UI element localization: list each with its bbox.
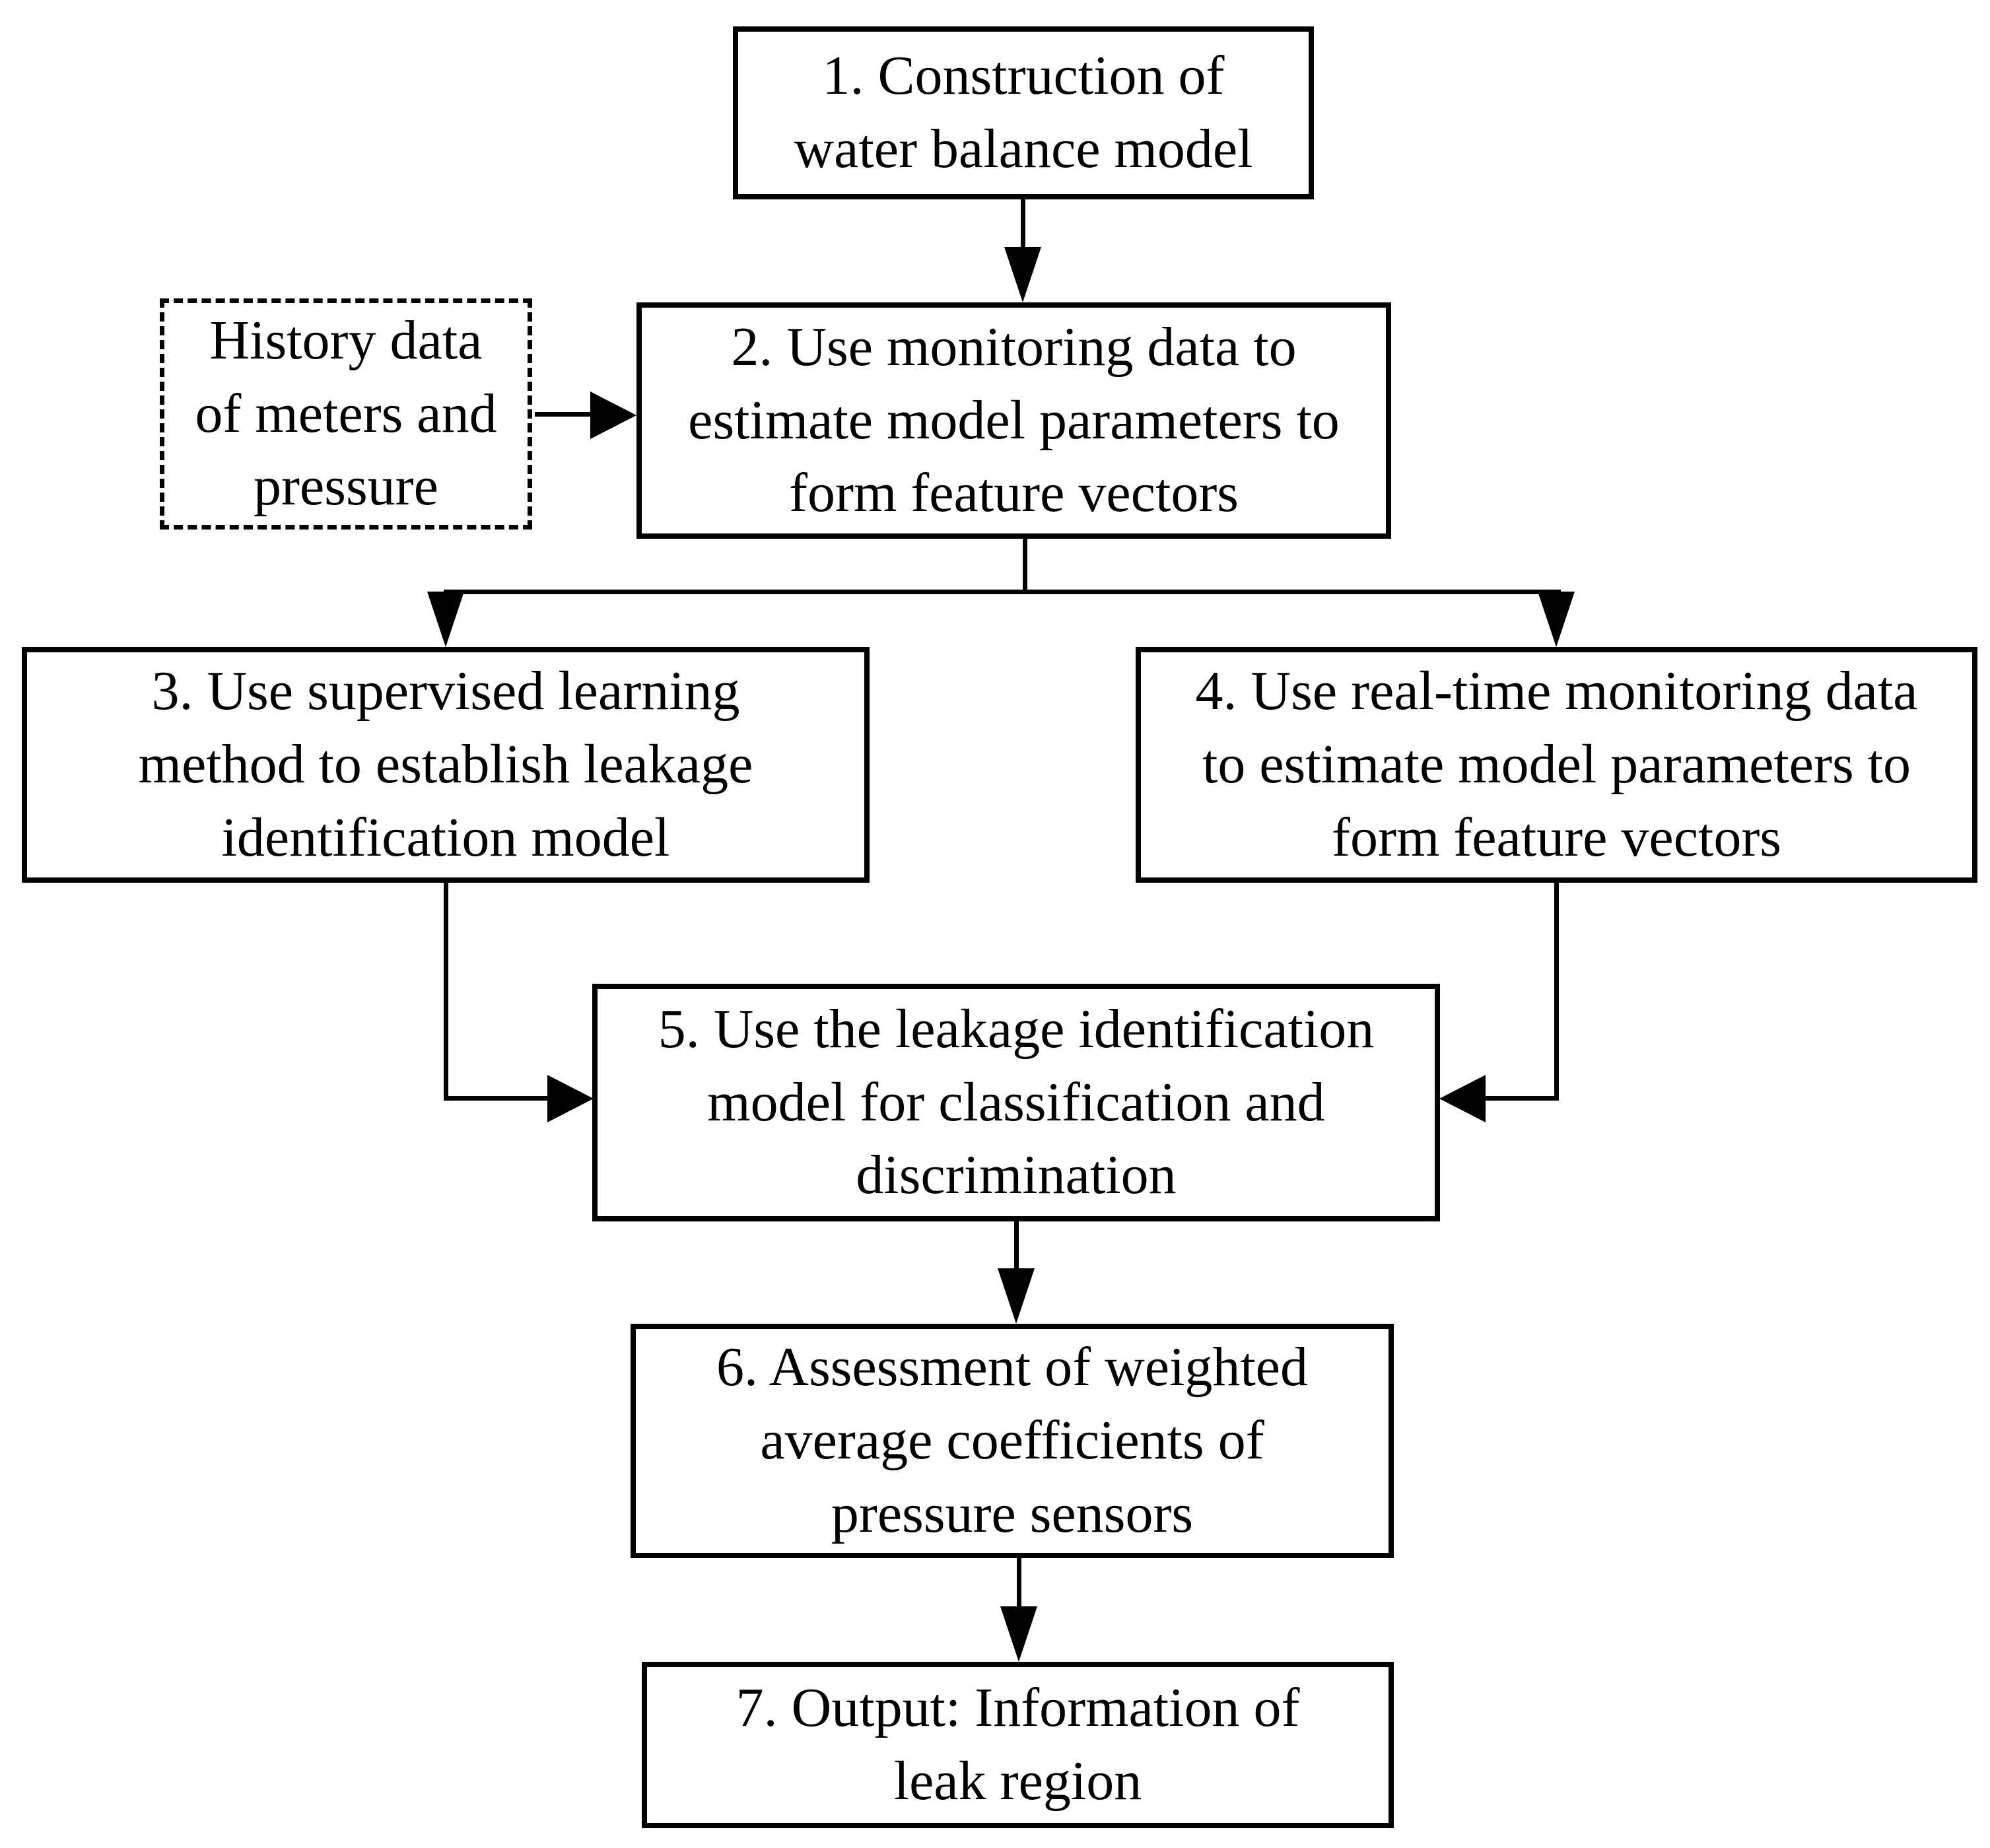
connector-step2-branch-stem [1023,539,1027,593]
arrowhead-step1-step2-icon [1004,247,1041,302]
connector-step3-step5-horizontal-line [444,1096,549,1101]
connector-step4-step5-horizontal-line [1453,1096,1559,1101]
step5-label: 5. Use the leakage identification model … [658,998,1375,1206]
flow-box-step3: 3. Use supervised learning method to est… [22,647,870,883]
flow-box-step6: 6. Assessment of weighted average coeffi… [631,1324,1394,1558]
flow-box-history-data: History data of meters and pressure [160,298,532,530]
history-data-label: History data of meters and pressure [195,309,497,518]
connector-history-step2-line [535,412,594,417]
flow-box-step1: 1. Construction of water balance model [733,26,1314,199]
flow-box-step5: 5. Use the leakage identification model … [592,984,1440,1221]
flow-box-step7: 7. Output: Information of leak region [642,1662,1394,1828]
connector-step1-step2-line [1021,198,1025,257]
arrowhead-step6-step7-icon [1000,1606,1037,1662]
step4-label: 4. Use real-time monitoring data to esti… [1195,660,1918,868]
arrowhead-branch-step4-icon [1538,592,1575,647]
step2-label: 2. Use monitoring data to estimate model… [688,316,1340,524]
flow-box-step2: 2. Use monitoring data to estimate model… [636,302,1391,539]
connector-step4-step5-vertical-line [1554,883,1559,1101]
arrowhead-step5-step6-icon [998,1268,1035,1324]
step6-label: 6. Assessment of weighted average coeffi… [716,1336,1308,1544]
step3-label: 3. Use supervised learning method to est… [138,660,753,868]
step1-label: 1. Construction of water balance model [794,45,1253,180]
connector-step5-step6-line [1014,1221,1019,1273]
arrowhead-step3-step5-icon [547,1075,594,1122]
step7-label: 7. Output: Information of leak region [736,1677,1300,1812]
connector-step3-step5-vertical-line [444,883,448,1101]
connector-step6-step7-line [1017,1558,1021,1610]
arrowhead-step4-step5-icon [1439,1075,1486,1122]
connector-branch-horizontal-line [444,590,1561,594]
arrowhead-branch-step3-icon [427,592,464,647]
flow-box-step4: 4. Use real-time monitoring data to esti… [1136,647,1977,883]
arrowhead-history-step2-icon [590,392,636,439]
